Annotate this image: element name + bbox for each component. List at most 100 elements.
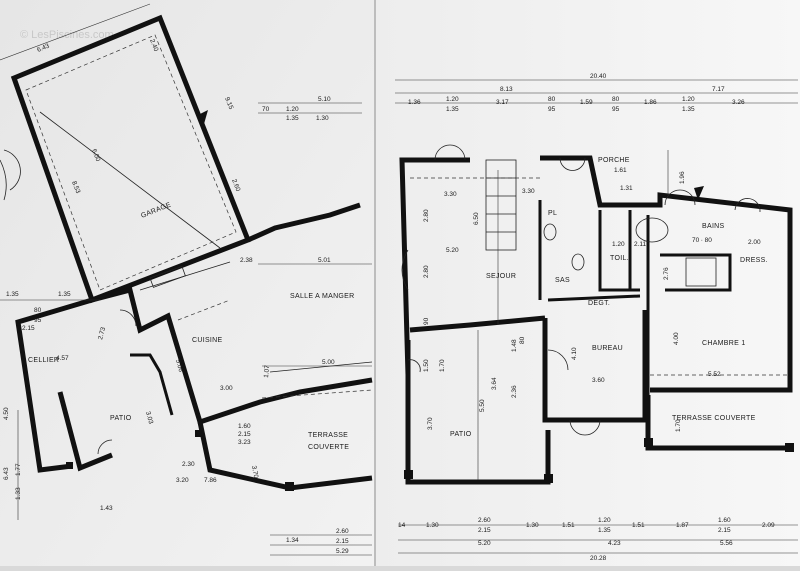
room-sas: SAS (555, 277, 570, 284)
dim-text: 1.30 (316, 115, 329, 122)
room-sejour: SEJOUR (486, 273, 516, 280)
dim-text: 3.30 (522, 188, 535, 195)
dim-text: 3.64 (491, 377, 498, 390)
patio-left-wall (57, 391, 113, 472)
dim-text: 4.50 (3, 407, 10, 420)
dim-text: 3.70 (427, 417, 434, 430)
pillar (285, 482, 294, 491)
bureau-walls (542, 310, 648, 423)
dim-text: 8.53 (70, 180, 81, 195)
dim-text: 2.80 (423, 265, 430, 278)
dim-text: 1.20 (286, 106, 299, 113)
dim-text: 2.11 (634, 241, 647, 248)
dim-text: 3.60 (592, 377, 605, 384)
dim-text: 3.30 (444, 191, 457, 198)
dim-text: 1.60 (718, 517, 731, 524)
dim-text: 1.35 (286, 115, 299, 122)
dim-text: 2.15 (718, 527, 731, 534)
room-patio-right: PATIO (450, 431, 472, 438)
dim-text: 3.00 (220, 385, 233, 392)
pillar (544, 474, 553, 483)
dim-text: 1.43 (100, 505, 113, 512)
dim-text: 1.59 (580, 99, 593, 106)
room-bureau: BUREAU (592, 345, 623, 352)
dim-text: 95 (612, 106, 620, 113)
pillar (195, 430, 202, 437)
dim-text: 5.56 (720, 540, 733, 547)
degt-wall (547, 294, 641, 302)
dim-text: 4.10 (571, 347, 578, 360)
dim-text: 5.29 (336, 548, 349, 555)
dim-text: 1.51 (632, 522, 645, 529)
garage-door-arc (3, 149, 21, 191)
room-porche: PORCHE (598, 157, 630, 164)
dim-text: 2.60 (336, 528, 349, 535)
dim-text: 2.60 (478, 517, 491, 524)
room-terrasse-l1: TERRASSE (308, 432, 348, 439)
toil-wall (598, 210, 640, 292)
kitchen-dash (177, 299, 231, 321)
north-arrow-icon (198, 110, 208, 124)
salle-top-wall (246, 202, 361, 243)
door-arc (547, 349, 569, 371)
room-cuisine: CUISINE (192, 337, 223, 344)
dim-text: 70 (262, 106, 270, 113)
dim-text: 1.35 (58, 291, 71, 298)
cellier-left-wall (15, 297, 93, 473)
porche-wall (540, 155, 635, 208)
dim-text: 1.35 (682, 106, 695, 113)
room-terrasse-couverte: TERRASSE COUVERTE (672, 415, 756, 422)
room-pl: PL (548, 210, 557, 217)
dim-text: 1.30 (426, 522, 439, 529)
dim-text: 3.20 (176, 477, 189, 484)
dim-text: 2.60 (230, 178, 241, 193)
dim-text: 1.34 (286, 537, 299, 544)
dim-text: 1.60 (238, 423, 251, 430)
dim-text: 7.86 (204, 477, 217, 484)
dim-text: 5.01 (318, 257, 331, 264)
window-arc (401, 249, 409, 291)
dim-text: 2.15 (22, 325, 35, 332)
dim-text: 70 ∙ 80 (692, 237, 712, 244)
dim-text: 1.30 (526, 522, 539, 529)
dim-text: 3.17 (496, 99, 509, 106)
dim-text: 7.17 (712, 86, 725, 93)
left-plan: GARAGE SALLE A MANGER CUISINE CELLIER PA… (0, 3, 373, 556)
dim-text: 1.35 (6, 291, 19, 298)
dim-text: 2.40 (148, 38, 159, 53)
terrasse-bottom-wall (197, 421, 373, 491)
dim-text: 3.03 (144, 411, 154, 425)
dim-text: 6.00 (90, 148, 101, 163)
dim-text: 6.43 (36, 42, 51, 53)
door-arc (569, 419, 601, 436)
dim-text: 20.28 (590, 555, 607, 562)
dim-text: 80 (34, 307, 42, 314)
pillar (404, 470, 413, 479)
dim-text: 90 (423, 317, 430, 325)
dim-text: 5.50 (479, 399, 486, 412)
dim-text: 5.52 (708, 371, 721, 378)
dim-text: 2.30 (182, 461, 195, 468)
staircase (485, 159, 517, 251)
dim-text: 5.20 (478, 540, 491, 547)
dim-text: 1.61 (614, 167, 627, 174)
room-cellier: CELLIER (28, 357, 59, 364)
dim-text: 1.96 (679, 171, 686, 184)
dim-text: 1.70 (675, 419, 682, 432)
wc (543, 223, 557, 241)
dim-text: 1.70 (439, 359, 446, 372)
pillar (644, 438, 653, 447)
dim-text: 5.20 (446, 247, 459, 254)
door-arc-cellier (119, 309, 137, 327)
dim-text: 95 (34, 317, 42, 324)
dim-text: 80 (612, 96, 620, 103)
dim-text: 1.86 (644, 99, 657, 106)
dim-text: 1.20 (598, 517, 611, 524)
dim-text: 1.51 (562, 522, 575, 529)
salle-bottom-line (269, 361, 373, 373)
dim-text: 2.76 (663, 267, 670, 280)
door-arc (664, 189, 696, 206)
room-salle-a-manger: SALLE A MANGER (290, 293, 355, 300)
dim-text: 2.15 (238, 431, 251, 438)
